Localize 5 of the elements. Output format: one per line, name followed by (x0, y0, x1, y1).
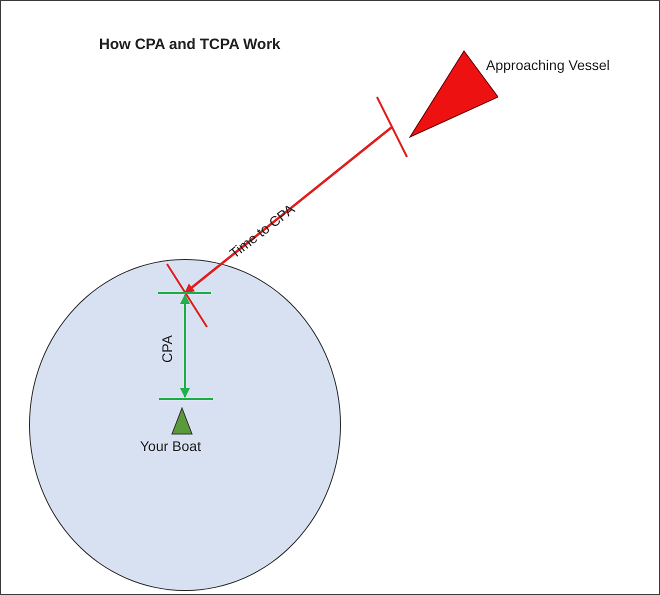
dimension-label: Time to CPA (226, 200, 298, 262)
vessel-label: Approaching Vessel (486, 57, 610, 73)
title: How CPA and TCPA Work (99, 36, 280, 53)
dimension-label: CPA (158, 335, 175, 363)
boat-label: Your Boat (140, 438, 201, 454)
